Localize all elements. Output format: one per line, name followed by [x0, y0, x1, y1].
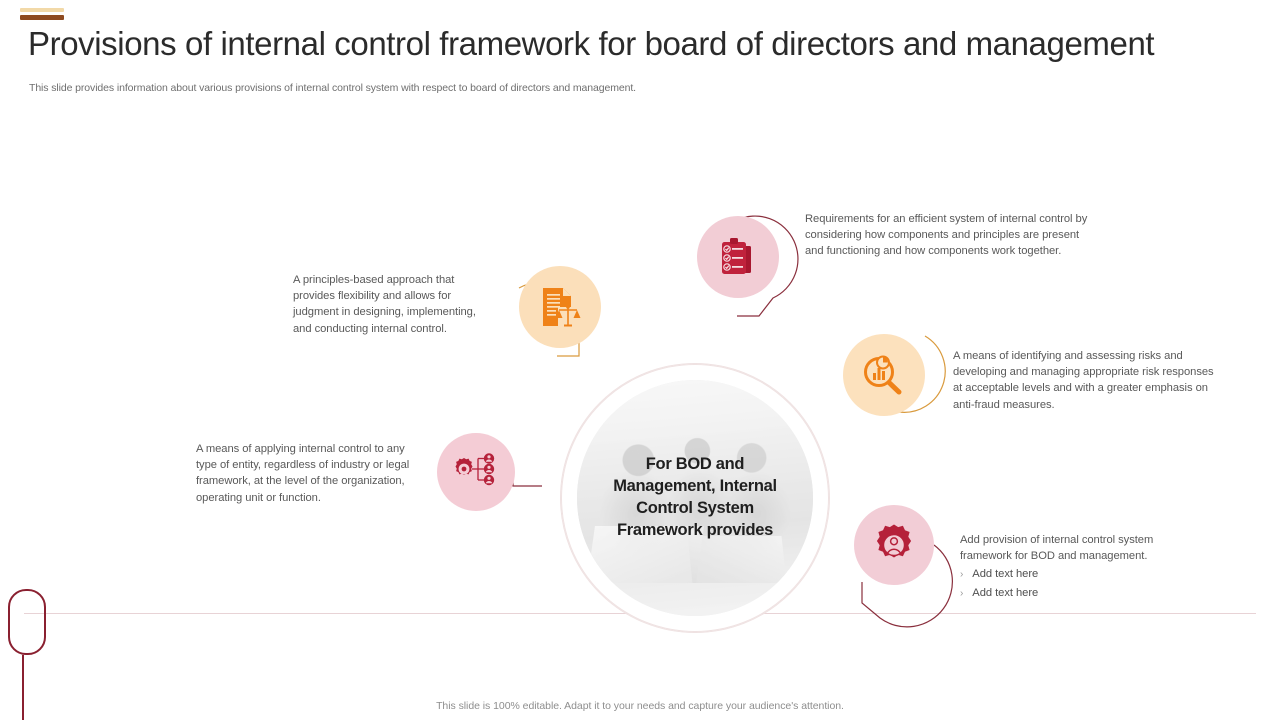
center-label: For BOD and Management, Internal Control… [561, 364, 829, 632]
center-circle: For BOD and Management, Internal Control… [561, 364, 829, 632]
center-team-photo [577, 380, 813, 616]
magnifier-chart-icon [864, 355, 902, 395]
node-org-structure[interactable] [437, 433, 515, 511]
node-document[interactable] [519, 266, 601, 348]
text-block-search: A means of identifying and assessing ris… [953, 350, 1214, 411]
gear-lead-text: Add provision of internal control system… [960, 534, 1154, 563]
clipboard-checklist-icon [722, 238, 751, 274]
node-search[interactable] [843, 334, 925, 416]
header-accent-bars [20, 8, 64, 20]
list-item: › Add text here [960, 585, 1208, 602]
org-structure-gear-icon [455, 453, 495, 486]
text-block-clipboard: Requirements for an efficient system of … [805, 213, 1088, 258]
center-line-3: Control System [636, 499, 754, 517]
page-subtitle: This slide provides information about va… [29, 82, 636, 94]
text-block-gear: Add provision of internal control system… [960, 532, 1208, 601]
center-line-4: Framework provides [617, 520, 773, 539]
node-clipboard[interactable] [697, 216, 779, 298]
text-block-org-structure: A means of applying internal control to … [196, 443, 410, 504]
text-block-document: A principles-based approach that provide… [293, 274, 476, 335]
accent-bar-dark [20, 15, 64, 20]
page-title: Provisions of internal control framework… [28, 25, 1155, 62]
document-scales-icon [543, 288, 581, 327]
gear-person-icon [876, 524, 912, 558]
center-line-2: Management, Internal [613, 477, 777, 496]
center-line-1: For BOD and [645, 455, 745, 474]
slide-footer-note: This slide is 100% editable. Adapt it to… [436, 700, 844, 712]
decorative-vertical-stem [22, 655, 24, 720]
chevron-right-icon: › [960, 587, 964, 599]
decorative-pill-shape [8, 589, 46, 655]
bullet-text: Add text here [972, 586, 1039, 599]
gear-bullet-list: › Add text here › Add text here [960, 566, 1208, 601]
list-item: › Add text here [960, 566, 1208, 583]
node-gear[interactable] [854, 505, 934, 585]
bullet-text: Add text here [972, 568, 1039, 581]
accent-bar-light [20, 8, 64, 12]
chevron-right-icon: › [960, 569, 964, 581]
